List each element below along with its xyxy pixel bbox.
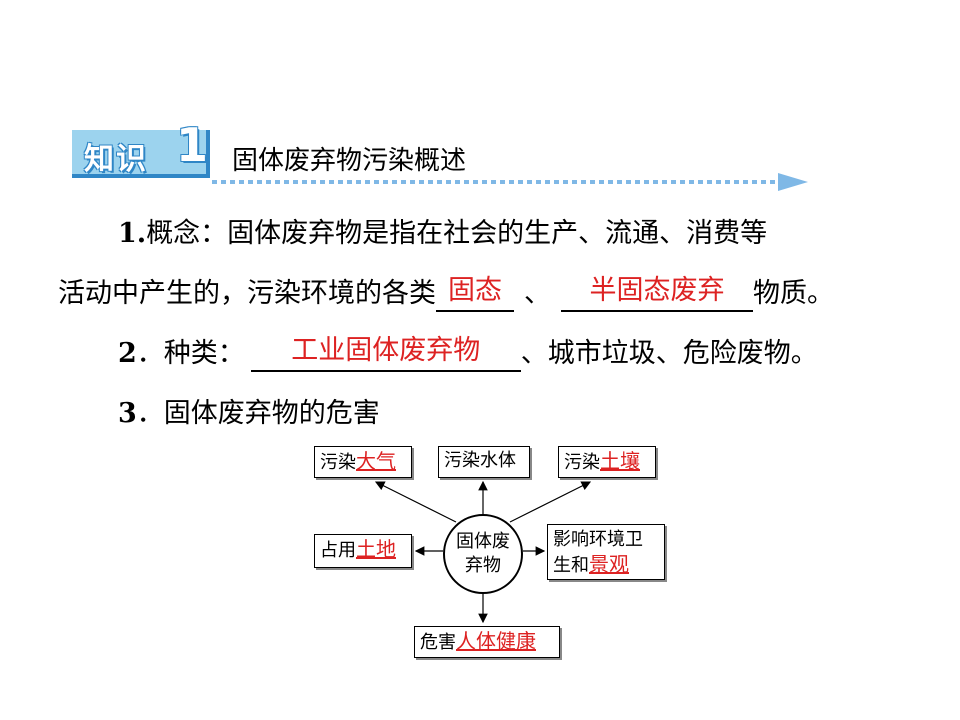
- paragraph-3-label: ．固体废弃物的危害: [136, 398, 380, 429]
- paragraph-1-line-2: 活动中产生的，污染环境的各类固态、半固态废弃物质。: [58, 276, 834, 312]
- hazard-land-prefix: 占用: [320, 540, 356, 561]
- hazard-soil-prefix: 污染: [564, 452, 600, 473]
- hazard-sanitation-line-1: 影响环境卫: [553, 529, 643, 550]
- item-number-2: 2: [118, 338, 137, 369]
- dotted-arrow-divider: [212, 173, 808, 191]
- paragraph-1-line-2-end: 物质。: [753, 278, 834, 309]
- answer-blank-semisolid: 半固态废弃: [561, 276, 753, 312]
- hazard-soil-answer: 土壤: [600, 449, 640, 473]
- item-number-3: 3: [118, 398, 137, 429]
- badge-number: 1: [176, 118, 209, 172]
- badge-background: [72, 130, 210, 178]
- hazard-water-text: 污染水体: [444, 450, 516, 471]
- center-node-line-2: 弃物: [465, 555, 501, 576]
- hazard-air-prefix: 污染: [320, 452, 356, 473]
- paragraph-2-label: ．种类：: [136, 338, 245, 369]
- hazard-health-box: 危害人体健康: [414, 626, 560, 658]
- hazard-land-box: 占用土地: [314, 534, 412, 568]
- hazard-air-box: 污染大气: [314, 446, 412, 478]
- paragraph-1-line-2-start: 活动中产生的，污染环境的各类: [58, 278, 436, 309]
- badge-label: 知识: [84, 142, 148, 177]
- section-badge: 知识 1: [72, 118, 210, 178]
- hazard-land-answer: 土地: [356, 537, 396, 561]
- item-number-1: 1.: [118, 218, 147, 249]
- paragraph-1-line-1: 1.概念：固体废弃物是指在社会的生产、流通、消费等: [118, 216, 767, 252]
- answer-blank-types: 工业固体废弃物: [250, 336, 521, 372]
- hazard-sanitation-answer: 景观: [589, 552, 629, 576]
- hazard-sanitation-box: 影响环境卫 生和景观: [547, 524, 665, 580]
- paragraph-2: 2．种类：工业固体废弃物、城市垃圾、危险废物。: [118, 336, 818, 372]
- center-node-line-1: 固体废: [456, 531, 510, 552]
- hazard-sanitation-prefix: 生和: [553, 555, 589, 576]
- answer-blank-solid: 固态: [436, 276, 514, 312]
- separator: 、: [524, 278, 551, 309]
- hazard-air-answer: 大气: [356, 449, 396, 473]
- hazard-health-answer: 人体健康: [456, 629, 536, 653]
- paragraph-2-rest: 、城市垃圾、危险废物。: [520, 338, 818, 369]
- section-heading: 固体废弃物污染概述: [232, 146, 467, 176]
- solid-waste-center-node: 固体废 弃物: [443, 514, 523, 594]
- hazard-soil-box: 污染土壤: [558, 446, 656, 478]
- hazard-water-box: 污染水体: [438, 446, 530, 478]
- paragraph-1-text: 概念：固体废弃物是指在社会的生产、流通、消费等: [146, 218, 768, 249]
- paragraph-3: 3．固体废弃物的危害: [118, 396, 380, 432]
- hazard-health-prefix: 危害: [420, 632, 456, 653]
